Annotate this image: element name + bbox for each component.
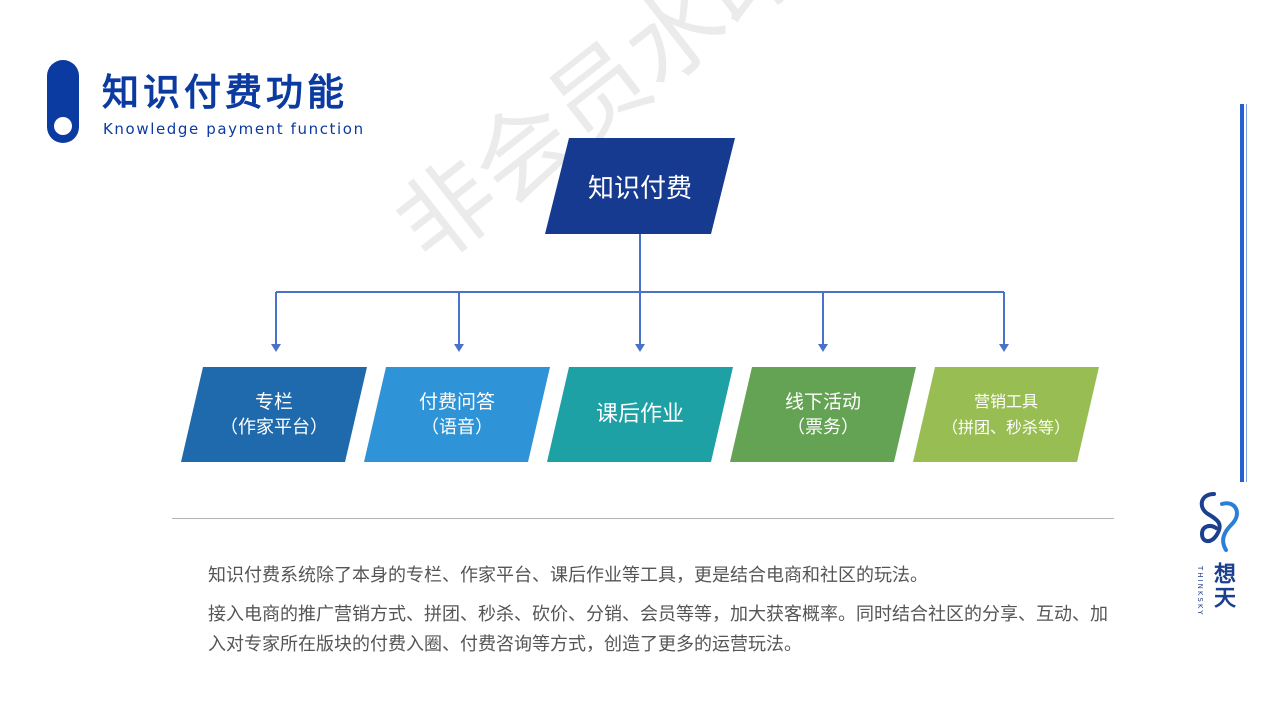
logo-wordmark-en: THINKSKY bbox=[1196, 566, 1204, 617]
root-node: 知识付费 bbox=[545, 138, 735, 234]
category-column: 专栏 （作家平台） bbox=[181, 367, 367, 462]
root-node-label: 知识付费 bbox=[587, 173, 692, 204]
page-title: 知识付费功能 bbox=[102, 71, 348, 114]
category-column-subtitle: （作家平台） bbox=[220, 416, 328, 438]
category-paid-qa: 付费问答 （语音） bbox=[364, 367, 550, 462]
category-paid-qa-title: 付费问答 bbox=[418, 390, 495, 413]
category-column-title: 专栏 bbox=[254, 390, 293, 413]
logo-wordmark-cn: 想天 bbox=[1210, 562, 1235, 610]
category-offline-events-subtitle: （票务） bbox=[787, 416, 859, 438]
category-marketing-tools-title: 营销工具 bbox=[973, 391, 1038, 411]
category-offline-events: 线下活动 （票务） bbox=[730, 367, 916, 462]
title-accent-dot bbox=[54, 117, 72, 135]
page-subtitle: Knowledge payment function bbox=[103, 120, 365, 138]
category-marketing-tools-subtitle: （拼团、秒杀等） bbox=[941, 417, 1070, 437]
category-offline-events-title: 线下活动 bbox=[784, 390, 861, 413]
arrowhead-2 bbox=[454, 344, 464, 352]
category-homework-title: 课后作业 bbox=[595, 401, 684, 427]
thinksky-logo-icon bbox=[1199, 492, 1239, 552]
side-accent-line-thin bbox=[1246, 104, 1247, 482]
arrowhead-3 bbox=[635, 344, 645, 352]
arrowhead-5 bbox=[999, 344, 1009, 352]
category-marketing-tools: 营销工具 （拼团、秒杀等） bbox=[913, 367, 1099, 462]
title-accent-pill bbox=[47, 60, 79, 143]
arrowhead-4 bbox=[818, 344, 828, 352]
section-divider bbox=[172, 518, 1114, 519]
description: 知识付费系统除了本身的专栏、作家平台、课后作业等工具，更是结合电商和社区的玩法。… bbox=[208, 562, 1108, 670]
category-homework: 课后作业 bbox=[547, 367, 733, 462]
arrowhead-1 bbox=[271, 344, 281, 352]
side-accent-line bbox=[1240, 104, 1244, 482]
category-paid-qa-subtitle: （语音） bbox=[421, 416, 493, 438]
description-paragraph-2: 接入电商的推广营销方式、拼团、秒杀、砍价、分销、会员等等，加大获客概率。同时结合… bbox=[208, 604, 1108, 655]
description-paragraph-1: 知识付费系统除了本身的专栏、作家平台、课后作业等工具，更是结合电商和社区的玩法。 bbox=[208, 565, 928, 586]
